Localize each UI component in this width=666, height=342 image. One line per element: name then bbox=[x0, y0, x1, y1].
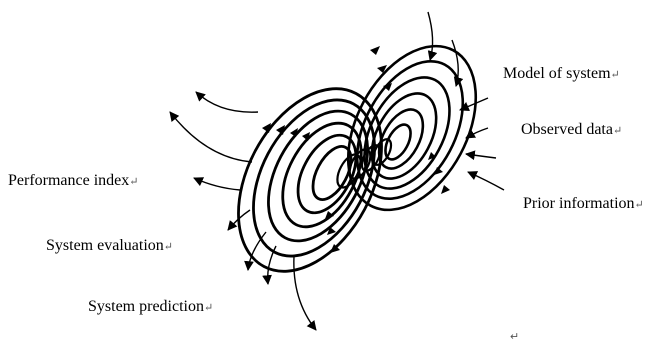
right-ring-2 bbox=[355, 60, 465, 200]
label-prior-information: Prior information↵ bbox=[523, 195, 644, 212]
output-arrows bbox=[169, 91, 317, 331]
label-performance-index: Performance index↵ bbox=[8, 172, 139, 189]
left-ring-1 bbox=[237, 87, 383, 273]
return-mark: ↵ bbox=[612, 125, 623, 137]
arrow-in-6 bbox=[467, 171, 505, 191]
arrow-out-4 bbox=[227, 209, 251, 231]
label-model-of-system: Model of system↵ bbox=[503, 65, 620, 82]
left-ring-5 bbox=[296, 133, 358, 215]
arrow-out-2 bbox=[169, 111, 253, 163]
arrow-in-5 bbox=[465, 150, 497, 161]
right-ring-1 bbox=[346, 44, 478, 212]
arrow-out-1 bbox=[195, 91, 259, 113]
arrow-out-5 bbox=[244, 231, 267, 271]
arrow-in-3 bbox=[459, 97, 489, 112]
left-ring-4 bbox=[281, 121, 363, 229]
left-ring-3 bbox=[267, 109, 369, 243]
label-system-evaluation: System evaluation↵ bbox=[46, 237, 173, 254]
left-funnel bbox=[237, 87, 383, 273]
right-ring-5 bbox=[377, 108, 425, 170]
return-mark: ↵ bbox=[163, 241, 173, 253]
right-ring-6 bbox=[384, 123, 412, 161]
label-system-prediction: System prediction↵ bbox=[88, 298, 214, 315]
return-mark: ↵ bbox=[634, 199, 644, 211]
arrow-in-1 bbox=[427, 11, 438, 61]
arrow-out-3 bbox=[193, 177, 241, 191]
right-funnel bbox=[346, 44, 478, 212]
input-arrows bbox=[427, 11, 505, 191]
arrow-in-2 bbox=[451, 39, 464, 87]
arrow-out-6 bbox=[262, 245, 277, 285]
left-ring-arrows bbox=[262, 123, 340, 253]
left-ring-2 bbox=[252, 98, 376, 258]
arrow-out-7 bbox=[293, 255, 317, 331]
return-mark: ↵ bbox=[610, 69, 620, 81]
label-observed-data: Observed data↵ bbox=[521, 121, 623, 138]
stray-return-mark: ↵ bbox=[510, 331, 520, 342]
arrow-in-4 bbox=[465, 127, 489, 139]
left-ring-6 bbox=[311, 145, 353, 201]
return-mark: ↵ bbox=[203, 302, 214, 314]
right-ring-4 bbox=[370, 92, 438, 180]
right-ring-arrows bbox=[370, 46, 450, 194]
return-mark: ↵ bbox=[129, 176, 139, 188]
